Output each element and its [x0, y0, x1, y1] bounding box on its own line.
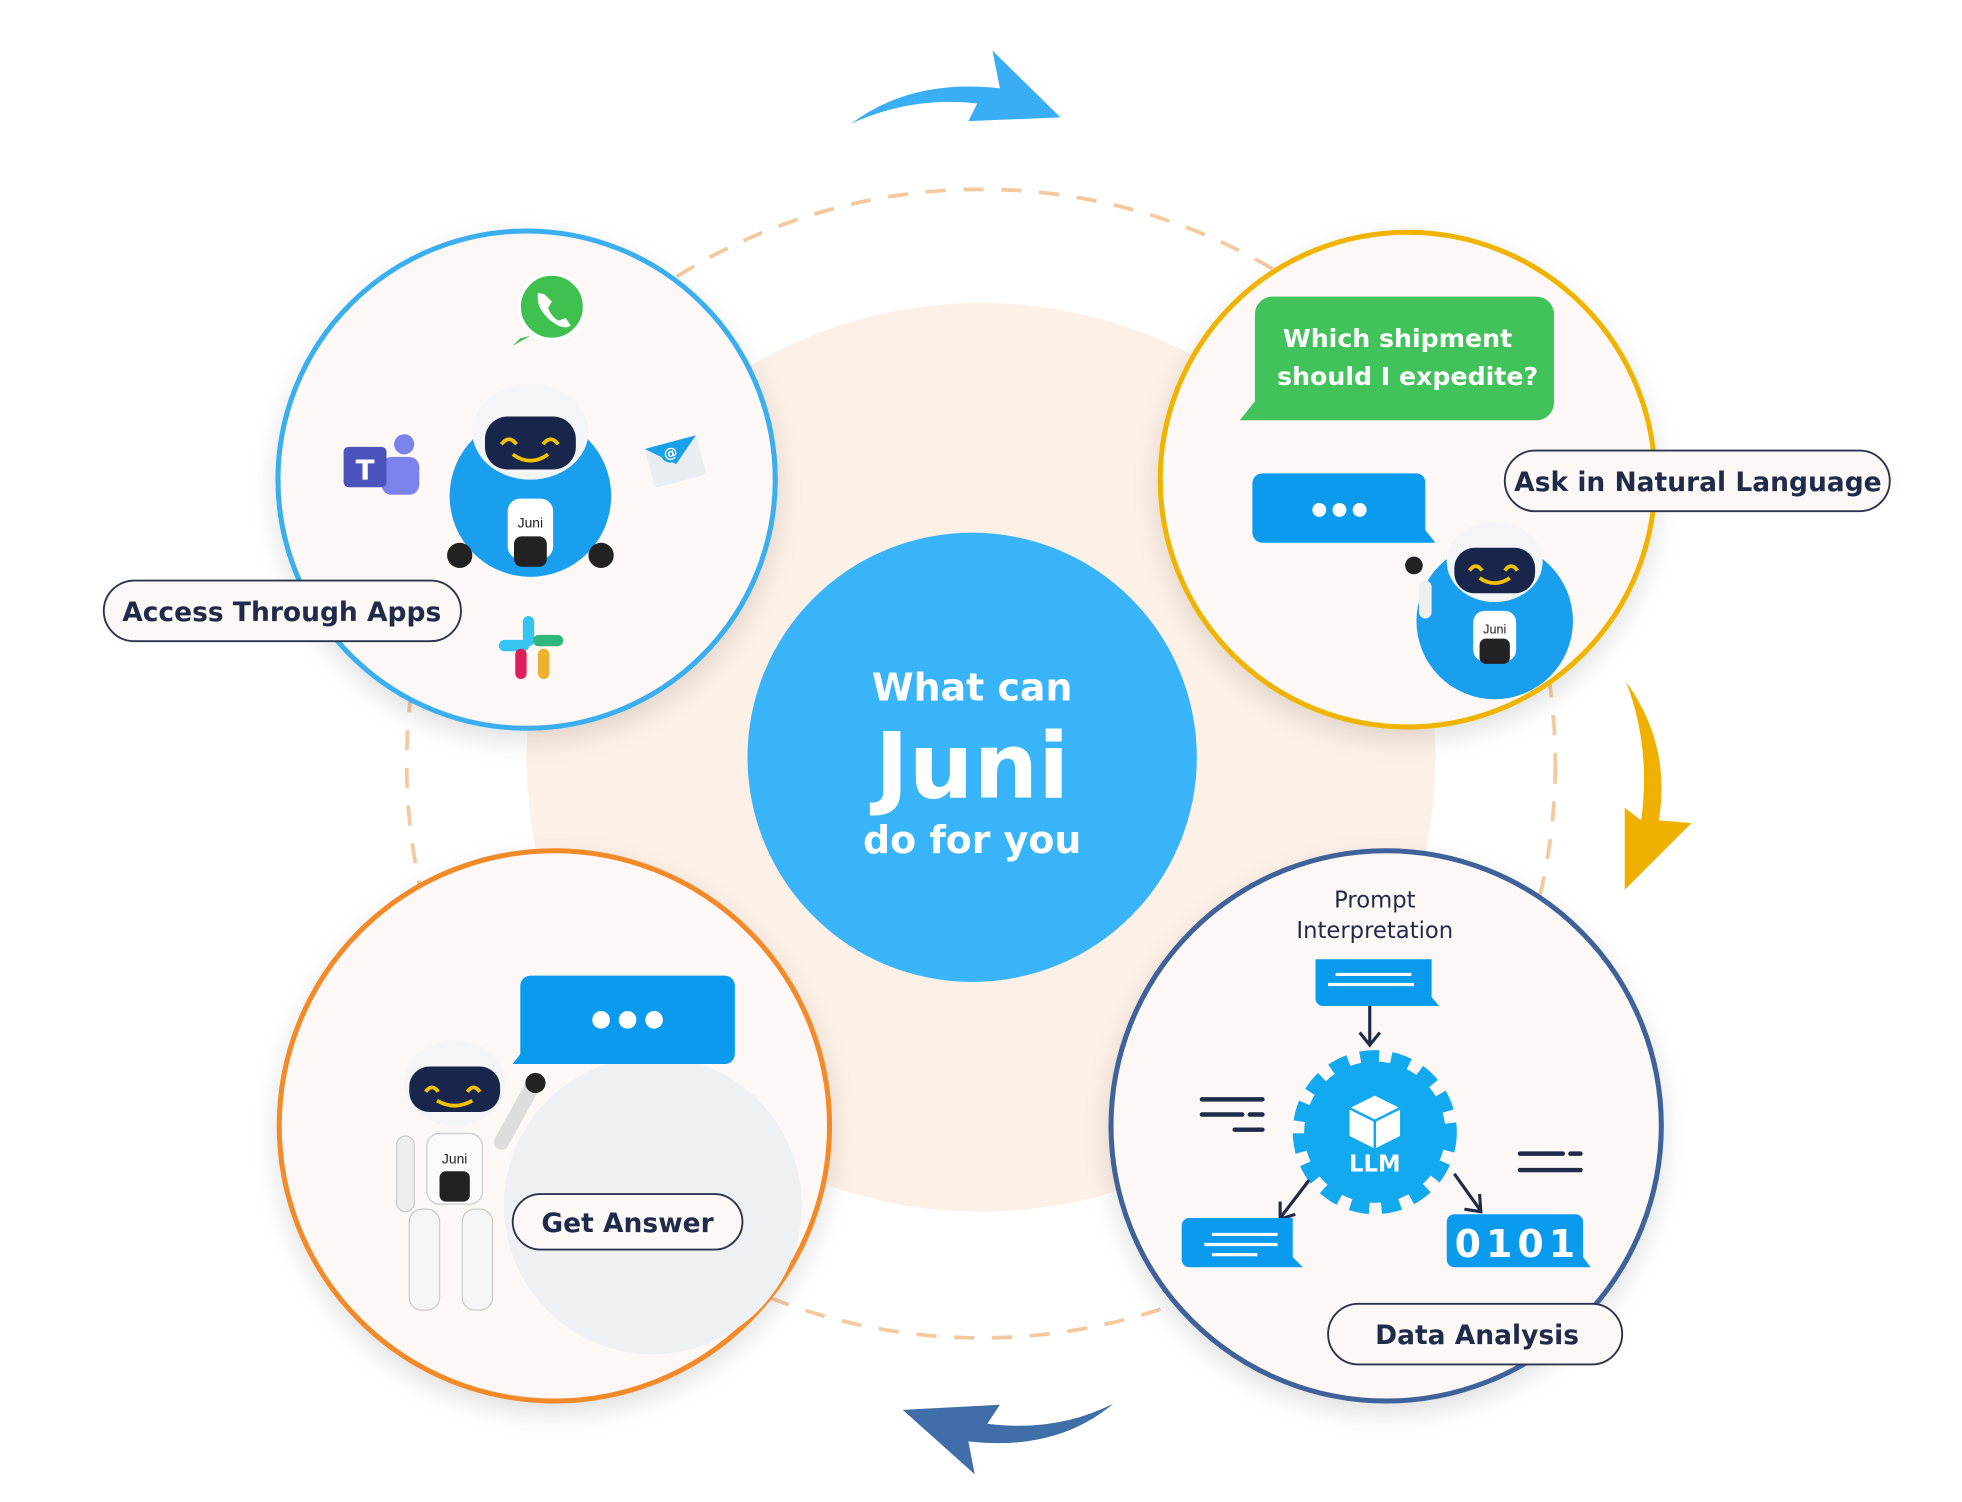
question-bubble: Which shipment should I expedite?: [1239, 296, 1555, 421]
output-box-icon: [1181, 1218, 1303, 1268]
typing-bubble: [1252, 473, 1436, 543]
step-get-answer: Juni Get Answer: [276, 848, 833, 1404]
arrow-down-icon: [1358, 1005, 1382, 1048]
robot-name: Juni: [1483, 623, 1506, 637]
juni-robot-waving: Juni: [1405, 521, 1573, 700]
step-label-access: Access Through Apps: [122, 597, 441, 628]
lines-left-icon: [1199, 1097, 1265, 1132]
robot-name: Juni: [518, 515, 543, 531]
step-access-through-apps: T @ Juni Access Through App: [102, 228, 778, 731]
arrow-top-icon: [850, 50, 1061, 124]
center-line3: do for you: [863, 818, 1081, 862]
llm-label: LLM: [1349, 1151, 1401, 1177]
step-ask-natural-language: Which shipment should I expedite? Juni A…: [1157, 229, 1891, 730]
whatsapp-icon: [512, 272, 587, 346]
question-line1: Which shipment: [1283, 324, 1512, 353]
center-line1: What can: [872, 666, 1072, 710]
arrow-right-icon: [1624, 681, 1692, 890]
answer-typing-bubble: [512, 975, 735, 1065]
svg-text:@: @: [662, 444, 680, 463]
svg-text:T: T: [356, 454, 375, 487]
center-hub: What can Juni do for you: [747, 532, 1197, 982]
step-label-analysis: Data Analysis: [1375, 1320, 1579, 1351]
step-label-ask: Ask in Natural Language: [1514, 467, 1881, 498]
teams-icon: T: [343, 434, 420, 495]
center-title: Juni: [869, 715, 1069, 820]
arrow-right-small-icon: [1453, 1172, 1483, 1214]
robot-name: Juni: [442, 1151, 467, 1167]
juni-robot: Juni: [447, 383, 614, 577]
question-line2: should I expedite?: [1277, 362, 1538, 391]
prompt-label-line2: Interpretation: [1296, 918, 1453, 944]
binary-label: 0101: [1455, 1222, 1581, 1266]
prompt-label-line1: Prompt: [1334, 888, 1416, 914]
lines-right-icon: [1517, 1151, 1583, 1173]
cycle-dashed-ring: [404, 187, 1558, 1340]
juni-robot-standing: Juni: [395, 1040, 546, 1311]
slack-icon: [498, 615, 564, 680]
arrow-bottom-icon: [902, 1403, 1114, 1475]
step-label-answer: Get Answer: [541, 1208, 713, 1239]
prompt-box-icon: [1315, 959, 1440, 1006]
step-data-analysis: Prompt Interpretation LLM 0101: [1108, 848, 1664, 1404]
binary-data-icon: 0101: [1446, 1214, 1591, 1268]
email-icon: @: [644, 435, 706, 488]
llm-gear-icon: LLM: [1292, 1050, 1457, 1215]
